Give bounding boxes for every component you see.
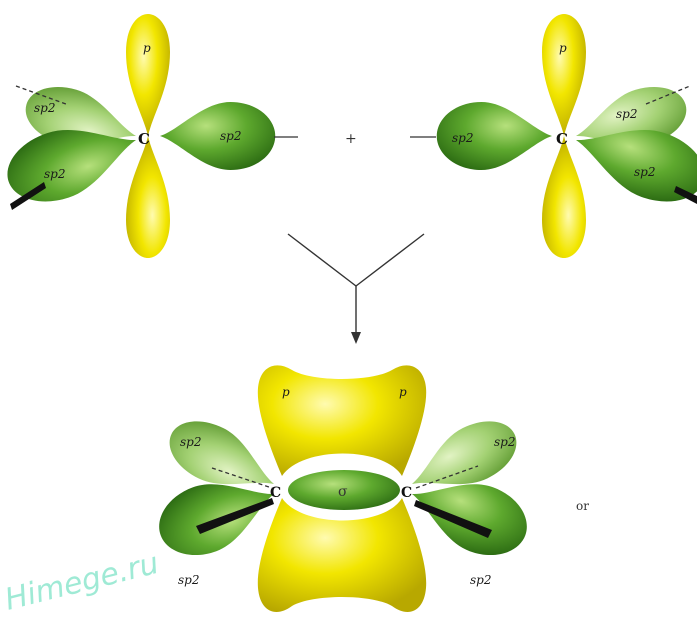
sp2-label: sp2: [180, 435, 201, 449]
sp2-orbital-right: [160, 102, 275, 170]
watermark: Himege.ru: [1, 546, 162, 618]
sp2-label: sp2: [34, 101, 55, 115]
p-label-right: p: [399, 385, 407, 399]
p-orbital-up: [126, 14, 170, 136]
sp2-label: sp2: [494, 435, 515, 449]
p-orbital-down: [542, 136, 586, 258]
carbon-atom-right-label: C: [401, 485, 412, 501]
sp2-label: sp2: [634, 165, 655, 179]
sp2-label: sp2: [220, 129, 241, 143]
p-orbital-up: [542, 14, 586, 136]
sp2-label: sp2: [616, 107, 637, 121]
sp2-label: sp2: [44, 167, 65, 181]
combination-arrow: [288, 234, 424, 344]
sp2-label: sp2: [470, 573, 491, 587]
carbon-right-orbitals: C p sp2 sp2 sp2: [410, 14, 697, 258]
sigma-label: σ: [338, 484, 348, 500]
or-label: or: [576, 499, 589, 513]
p-label-left: p: [282, 385, 290, 399]
pi-bond-top: [258, 365, 426, 476]
p-orbital-down: [126, 136, 170, 258]
plus-sign: +: [345, 131, 357, 147]
ethylene-bond-diagram: C C σ p p sp2 sp2 sp2 sp2: [149, 365, 537, 612]
pi-bond-bottom: [258, 498, 426, 612]
carbon-atom-label: C: [138, 130, 150, 148]
arrow-head-icon: [351, 332, 361, 344]
p-label: p: [559, 41, 567, 55]
p-label: p: [143, 41, 151, 55]
sp2-label: sp2: [452, 131, 473, 145]
sp2-label: sp2: [178, 573, 199, 587]
carbon-atom-left-label: C: [270, 485, 281, 501]
carbon-atom-label: C: [556, 130, 568, 148]
carbon-left-orbitals: C p sp2 sp2 sp2: [0, 14, 298, 258]
